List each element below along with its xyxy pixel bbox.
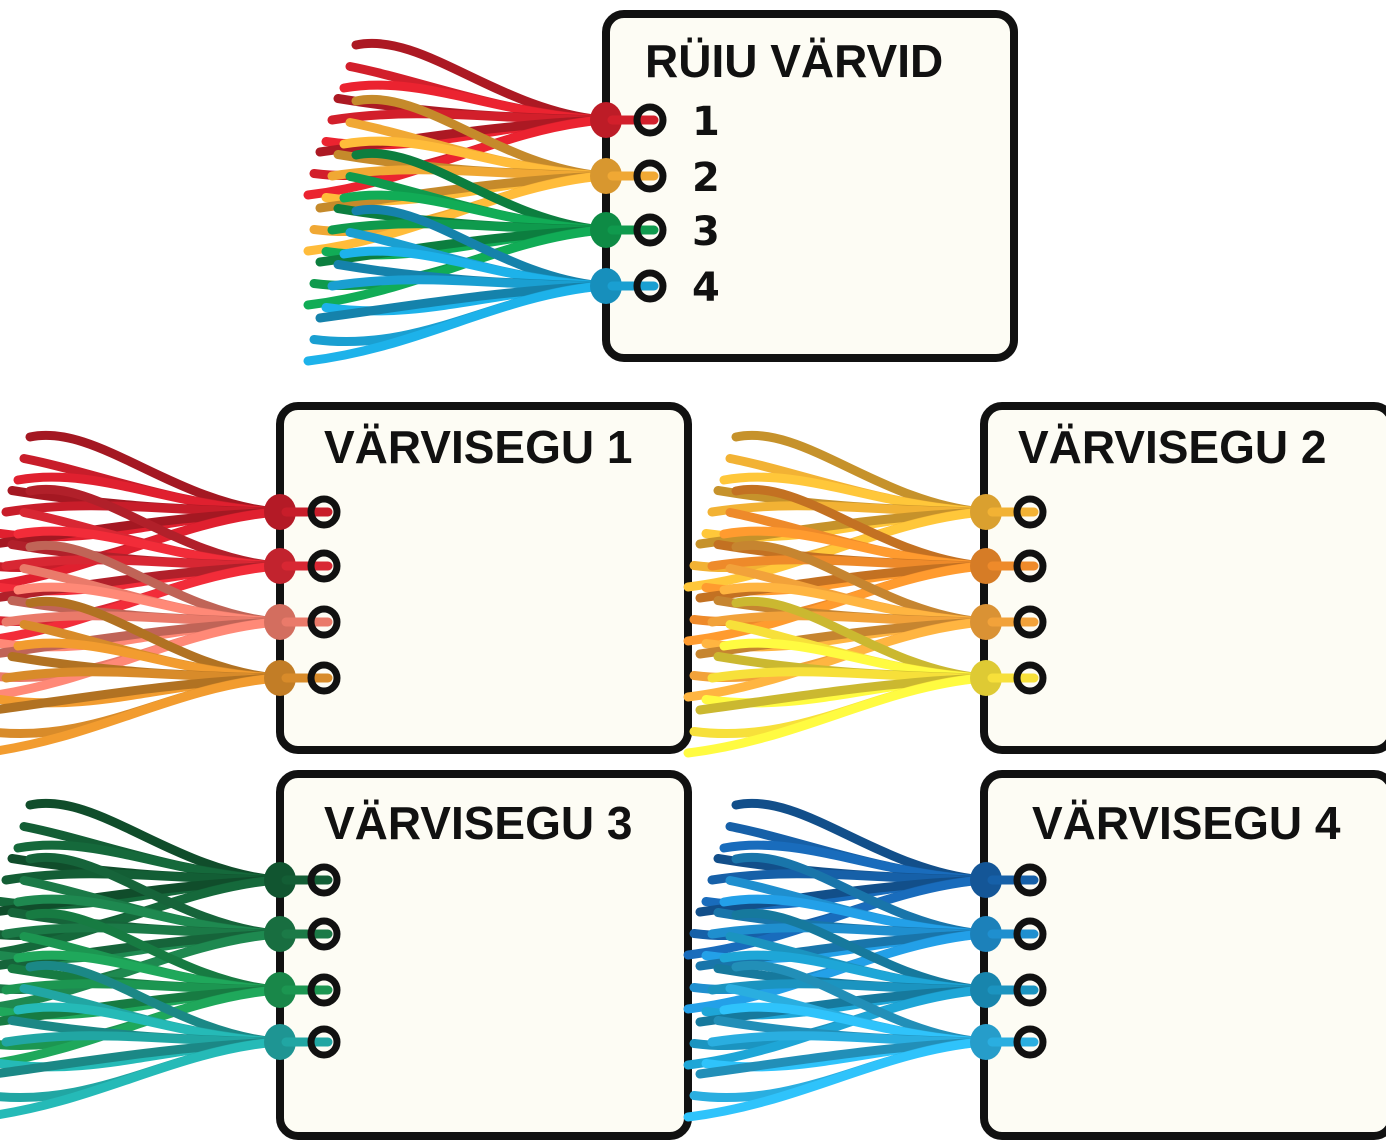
binder-ring-icon bbox=[307, 917, 341, 951]
tassel-strand bbox=[0, 673, 281, 755]
binder-ring-icon bbox=[1013, 549, 1047, 583]
tassel bbox=[683, 596, 1039, 758]
binder-ring-icon bbox=[307, 549, 341, 583]
tassel-strand bbox=[303, 281, 607, 366]
tassel-knot bbox=[264, 660, 296, 696]
binder-ring-icon bbox=[633, 159, 667, 193]
tassel-knot bbox=[970, 494, 1002, 530]
tassel-strand bbox=[303, 171, 607, 256]
binder-ring-icon bbox=[307, 863, 341, 897]
binder-ring-icon bbox=[1013, 495, 1047, 529]
tassel bbox=[683, 430, 1039, 592]
tassel-knot bbox=[590, 158, 622, 194]
tassel bbox=[0, 596, 333, 755]
tassel-knot bbox=[970, 972, 1002, 1008]
tassel-knot bbox=[970, 1024, 1002, 1060]
tassel-strand bbox=[683, 985, 987, 1070]
tassel bbox=[0, 430, 333, 589]
row-number-3: 3 bbox=[692, 209, 720, 255]
tassel-strand bbox=[683, 875, 987, 960]
tassel-strand bbox=[0, 875, 281, 957]
binder-ring-icon bbox=[307, 495, 341, 529]
tassel-strand bbox=[0, 1037, 281, 1119]
tassel-strand bbox=[0, 507, 281, 589]
tassel-strand bbox=[683, 507, 987, 592]
card-title: VÄRVISEGU 4 bbox=[1032, 797, 1341, 849]
binder-ring-icon bbox=[307, 1025, 341, 1059]
tassel bbox=[0, 908, 333, 1067]
binder-ring-icon bbox=[1013, 973, 1047, 1007]
card-title: VÄRVISEGU 3 bbox=[324, 797, 633, 849]
binder-ring-icon bbox=[1013, 661, 1047, 695]
binder-ring-icon bbox=[1013, 1025, 1047, 1059]
binder-ring-icon bbox=[307, 973, 341, 1007]
card-panel bbox=[276, 770, 692, 1140]
tassel-knot bbox=[264, 972, 296, 1008]
tassel bbox=[683, 540, 1039, 702]
tassel-knot bbox=[264, 916, 296, 952]
binder-ring-icon bbox=[307, 605, 341, 639]
card-panel bbox=[602, 10, 1018, 362]
binder-ring-icon bbox=[1013, 917, 1047, 951]
binder-ring-icon bbox=[633, 269, 667, 303]
tassel-knot bbox=[970, 916, 1002, 952]
card-panel bbox=[276, 402, 692, 754]
tassel-strand bbox=[683, 673, 987, 758]
tassel-knot bbox=[970, 548, 1002, 584]
tassel-knot bbox=[264, 494, 296, 530]
tassel-knot bbox=[264, 548, 296, 584]
row-number-2: 2 bbox=[692, 155, 720, 201]
card-title: VÄRVISEGU 2 bbox=[1018, 421, 1327, 473]
tassel-knot bbox=[264, 862, 296, 898]
binder-ring-icon bbox=[633, 103, 667, 137]
row-number-4: 4 bbox=[692, 265, 720, 311]
binder-ring-icon bbox=[1013, 605, 1047, 639]
tassel-knot bbox=[590, 268, 622, 304]
tassel bbox=[0, 960, 333, 1119]
tassel-knot bbox=[590, 212, 622, 248]
tassel bbox=[683, 960, 1039, 1122]
tassel-knot bbox=[590, 102, 622, 138]
row-number-1: 1 bbox=[692, 99, 720, 145]
tassel-knot bbox=[970, 604, 1002, 640]
card-title: VÄRVISEGU 1 bbox=[324, 421, 633, 473]
tassel-knot bbox=[264, 1024, 296, 1060]
tassel bbox=[303, 94, 659, 256]
binder-ring-icon bbox=[307, 661, 341, 695]
tassel bbox=[683, 908, 1039, 1070]
tassel bbox=[303, 204, 659, 366]
card-panel bbox=[980, 770, 1386, 1140]
tassel bbox=[683, 798, 1039, 960]
binder-ring-icon bbox=[633, 213, 667, 247]
card-title: RÜIU VÄRVID bbox=[645, 35, 944, 87]
tassel-knot bbox=[264, 604, 296, 640]
tassel-knot bbox=[970, 660, 1002, 696]
tassel-strand bbox=[683, 1037, 987, 1122]
tassel-knot bbox=[970, 862, 1002, 898]
tassel-strand bbox=[0, 985, 281, 1067]
binder-ring-icon bbox=[1013, 863, 1047, 897]
